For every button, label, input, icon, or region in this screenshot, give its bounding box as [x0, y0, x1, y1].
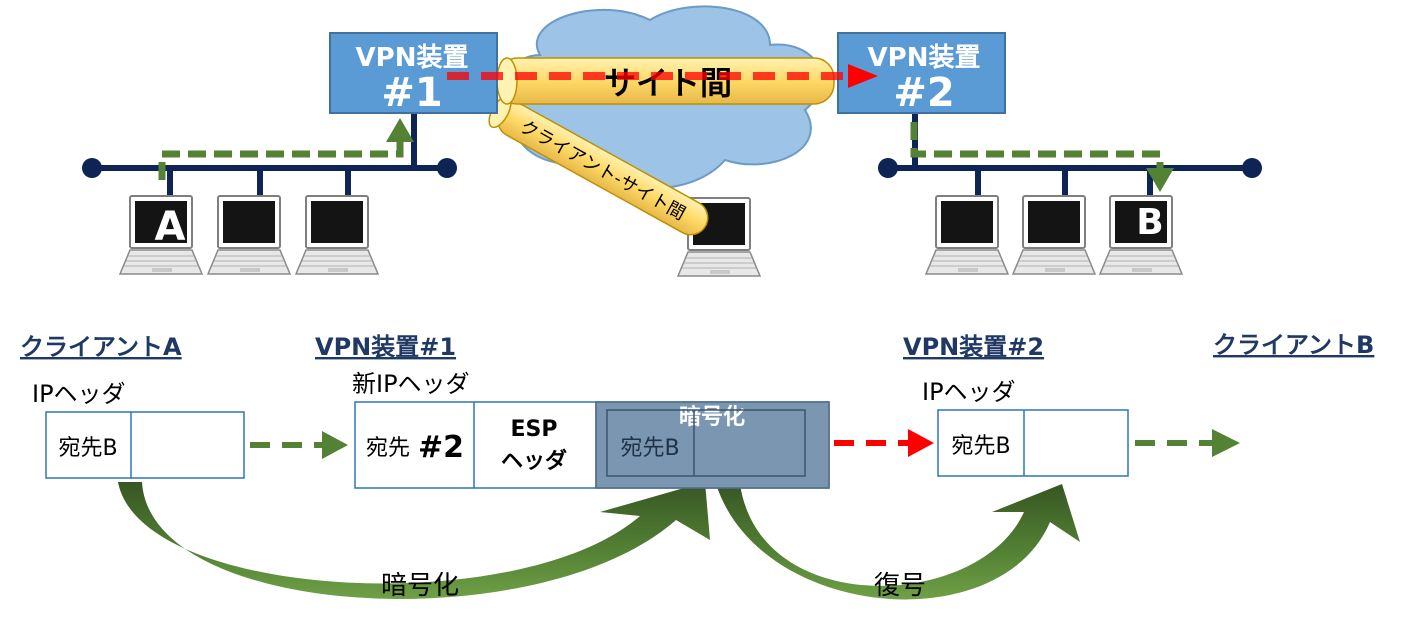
laptop-icon [295, 195, 379, 275]
title-client-b: クライアントB [1213, 331, 1374, 359]
packet-vpn2: 宛先B [937, 409, 1129, 477]
site-tunnel-label: サイト間 [604, 64, 732, 102]
flow-arrow-vpn1-to-vpn2 [834, 429, 934, 457]
packet-vpn1-header-label: 新IPヘッダ [352, 370, 470, 398]
packet-a-dest: 宛先B [58, 436, 117, 461]
title-vpn1: VPN装置#1 [315, 333, 456, 361]
left-lan-bus [82, 112, 457, 198]
esp-header-line2: ヘッダ [501, 448, 567, 474]
site-to-site-tunnel: サイト間 [496, 57, 835, 105]
decrypt-flow-arrow [716, 484, 1080, 600]
packet-vpn1-dest-number: #2 [418, 430, 464, 465]
flow-arrow-a-to-vpn1 [250, 431, 348, 459]
tunnel-traffic-arrow [447, 64, 878, 88]
packet-a-header-label: IPヘッダ [32, 380, 126, 408]
vpn-device-1-name: VPN装置 [356, 43, 469, 73]
client-a-label: A [155, 204, 186, 250]
encrypt-label: 暗号化 [381, 571, 459, 601]
encrypted-payload [595, 401, 830, 489]
lan-path-arrow-left [158, 118, 414, 180]
title-client-a: クライアントA [20, 333, 182, 361]
flow-arrow-vpn2-to-b [1135, 429, 1240, 457]
client-b-label: B [1136, 202, 1163, 243]
encrypt-flow-arrow [118, 482, 710, 599]
packet-vpn2-header-label: IPヘッダ [922, 378, 1016, 406]
title-vpn2: VPN装置#2 [903, 333, 1044, 361]
lan-path-arrow-right [910, 122, 1174, 192]
vpn-device-2-name: VPN装置 [868, 43, 981, 73]
vpn-device-2-number: #2 [893, 70, 954, 116]
right-lan-bus [878, 112, 1262, 198]
vpn-device-1: VPN装置 #1 [329, 32, 498, 116]
packet-vpn1-dest-prefix: 宛先 [366, 436, 410, 461]
laptop-icon [925, 195, 1009, 275]
decrypt-label: 復号 [874, 571, 926, 601]
laptop-icon [1012, 195, 1096, 275]
esp-header-line1: ESP [511, 417, 558, 442]
packet-vpn1: 宛先 #2 ESP ヘッダ 暗号化 宛先B [354, 401, 830, 489]
laptop-icon [207, 195, 291, 275]
packet-client-a: 宛先B [45, 411, 245, 479]
encrypted-label: 暗号化 [679, 404, 745, 430]
vpn-device-1-number: #1 [381, 70, 442, 116]
inner-packet-dest: 宛先B [620, 436, 679, 461]
packet-vpn2-dest: 宛先B [951, 434, 1010, 459]
